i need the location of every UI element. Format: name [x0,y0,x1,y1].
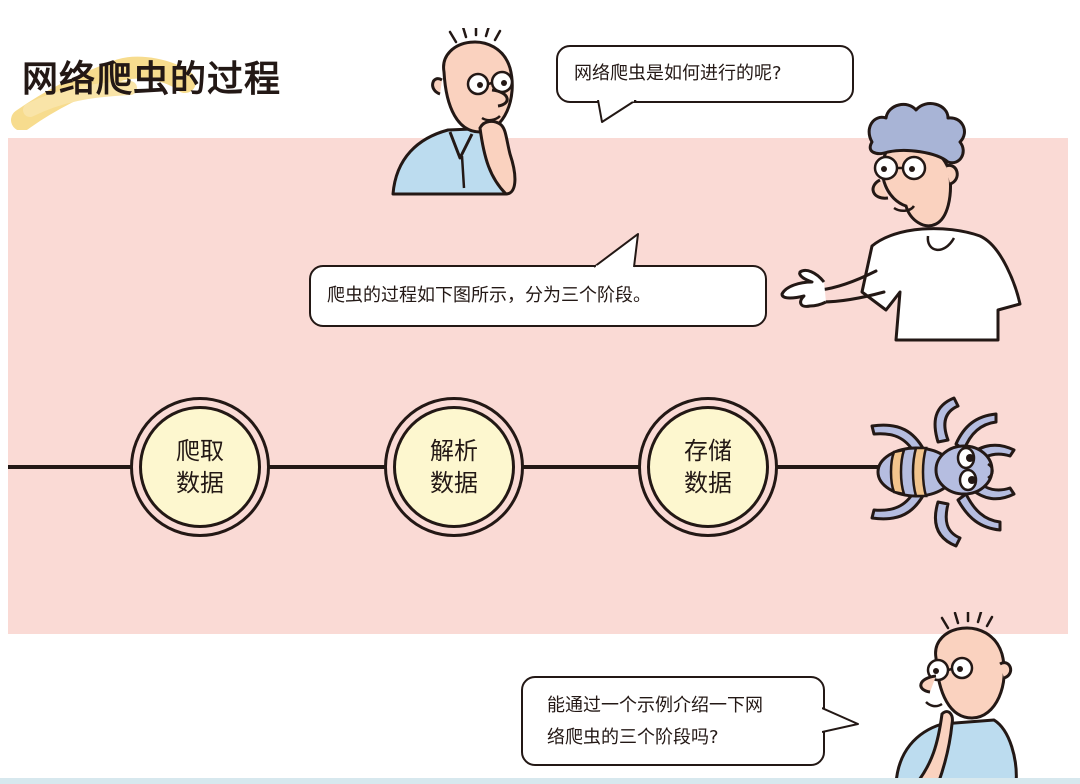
speech-bubble-question-1: 网络爬虫是如何进行的呢? [556,45,854,103]
step-label-line-1: 解析 [430,437,478,465]
step-parse-data: 解析 数据 [384,397,524,537]
bald-man-thinking-figure-bottom [894,612,1018,784]
page-title: 网络爬虫的过程 [22,59,282,100]
speech-bubble-answer-1: 爬虫的过程如下图所示，分为三个阶段。 [309,265,767,327]
step-label: 存储 数据 [647,406,769,528]
bubble-tail-3 [822,707,859,733]
content-band [8,138,1068,634]
curly-hair-man-pointing-figure [780,102,1022,342]
title-highlight-stroke [11,56,196,130]
step-store-data: 存储 数据 [638,397,778,537]
bubble-text: 爬虫的过程如下图所示，分为三个阶段。 [327,285,651,306]
step-label-line-2: 数据 [684,469,732,497]
bubble-tail-2 [593,233,639,268]
title-area: 网络爬虫的过程 [10,40,310,130]
bubble-text: 网络爬虫是如何进行的呢? [574,63,782,84]
spider-icon [870,396,1016,548]
step-label: 解析 数据 [393,406,515,528]
bald-man-thinking-figure [391,28,517,196]
step-crawl-data: 爬取 数据 [130,397,270,537]
bottom-divider [0,778,1080,784]
step-label: 爬取 数据 [139,406,261,528]
step-label-line-1: 爬取 [176,437,224,465]
speech-bubble-question-2: 能通过一个示例介绍一下网 络爬虫的三个阶段吗? [521,676,825,766]
step-label-line-2: 数据 [176,469,224,497]
bubble-tail-1 [597,100,637,123]
step-label-line-1: 存储 [684,437,732,465]
bubble-text-line-2: 络爬虫的三个阶段吗? [547,727,719,748]
step-label-line-2: 数据 [430,469,478,497]
bubble-text-line-1: 能通过一个示例介绍一下网 [547,695,763,716]
